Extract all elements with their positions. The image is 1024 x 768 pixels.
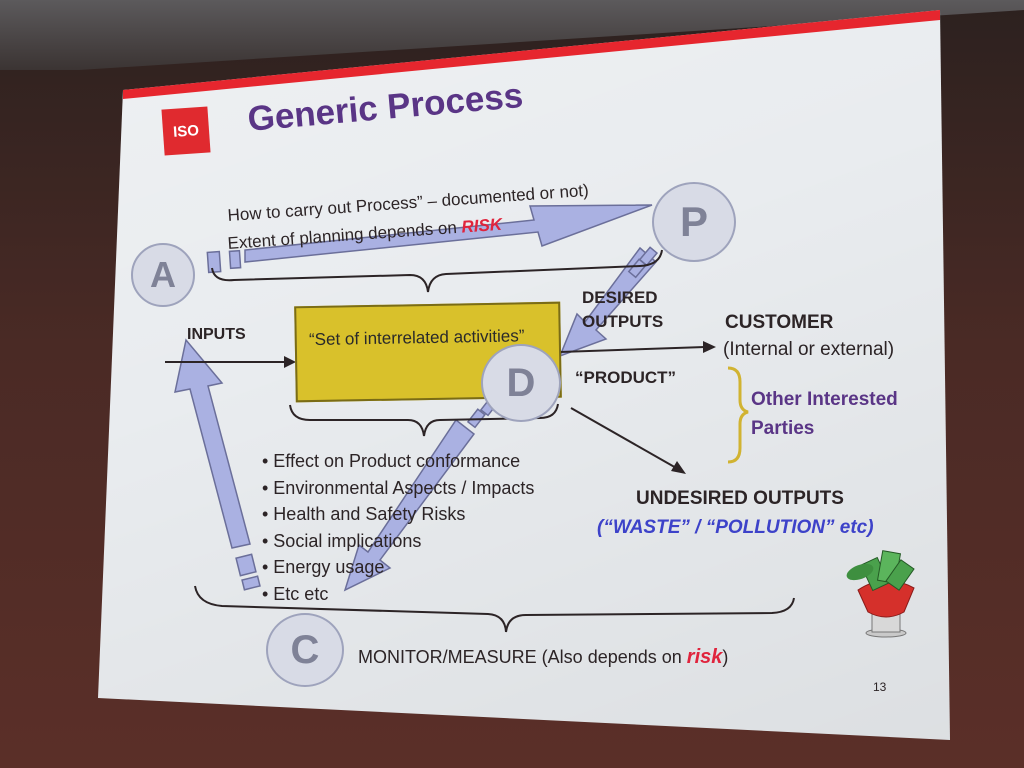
plan-letter: P xyxy=(679,198,708,245)
customer-label: CUSTOMER xyxy=(725,312,834,333)
list-item: • Health and Safety Risks xyxy=(262,504,466,524)
desired-outputs-line2: OUTPUTS xyxy=(582,312,664,331)
monitor-measure-text: MONITOR/MEASURE (Also depends on risk) xyxy=(358,646,728,669)
monitor-suffix: ) xyxy=(722,647,729,667)
desired-outputs-line1: DESIRED xyxy=(582,288,658,307)
considerations-list: • Effect on Product conformance • Enviro… xyxy=(262,448,534,607)
page-number: 13 xyxy=(873,680,887,694)
check-act-dash-1 xyxy=(235,553,257,577)
check-letter: C xyxy=(290,627,320,672)
do-to-check-arrow xyxy=(343,418,476,592)
plan-arrow-dash-1 xyxy=(228,249,242,270)
monitor-brace xyxy=(194,585,795,633)
inputs-arrowhead xyxy=(284,356,296,368)
planning-risk-word: RISK xyxy=(460,214,503,237)
undesired-outputs-label: UNDESIRED OUTPUTS xyxy=(636,488,844,509)
check-circle: C xyxy=(266,613,344,687)
customer-arrow-line xyxy=(559,346,706,353)
plan-arrow-dash-2 xyxy=(206,250,222,274)
planning-brace xyxy=(211,249,663,293)
do-letter: D xyxy=(506,360,536,405)
customer-note: (Internal or external) xyxy=(723,339,895,360)
list-item: • Effect on Product conformance xyxy=(262,451,521,471)
inputs-label: INPUTS xyxy=(187,326,246,343)
desired-outputs-label: DESIRED OUTPUTS xyxy=(582,286,663,334)
list-item: • Etc etc xyxy=(262,583,329,604)
check-to-act-arrow xyxy=(174,338,251,549)
do-circle: D xyxy=(481,344,561,422)
act-letter: A xyxy=(150,254,176,295)
other-parties-line2: Parties xyxy=(751,418,815,439)
product-label: “PRODUCT” xyxy=(575,368,677,387)
activities-brace xyxy=(289,403,559,437)
act-circle: A xyxy=(131,243,195,307)
undesired-arrow-line xyxy=(570,407,679,470)
monitor-prefix: MONITOR/MEASURE (Also depends on xyxy=(358,647,687,667)
other-parties-line1: Other Interested xyxy=(751,389,898,410)
list-item: • Social implications xyxy=(262,530,422,551)
interested-parties-brace xyxy=(727,366,749,464)
other-interested-parties: Other Interested Parties xyxy=(751,385,898,443)
plan-to-act-arrow xyxy=(244,204,653,263)
check-act-dash-2 xyxy=(241,575,261,591)
waste-pollution-label: (“WASTE” / “POLLUTION” etc) xyxy=(597,517,874,538)
customer-arrowhead xyxy=(703,341,716,353)
list-item: • Energy usage xyxy=(262,557,385,577)
plan-circle: P xyxy=(652,182,736,262)
list-item: • Environmental Aspects / Impacts xyxy=(262,477,535,498)
monitor-risk-word: risk xyxy=(686,646,723,668)
undesired-arrowhead xyxy=(671,461,686,474)
money-plant-icon xyxy=(846,550,915,638)
